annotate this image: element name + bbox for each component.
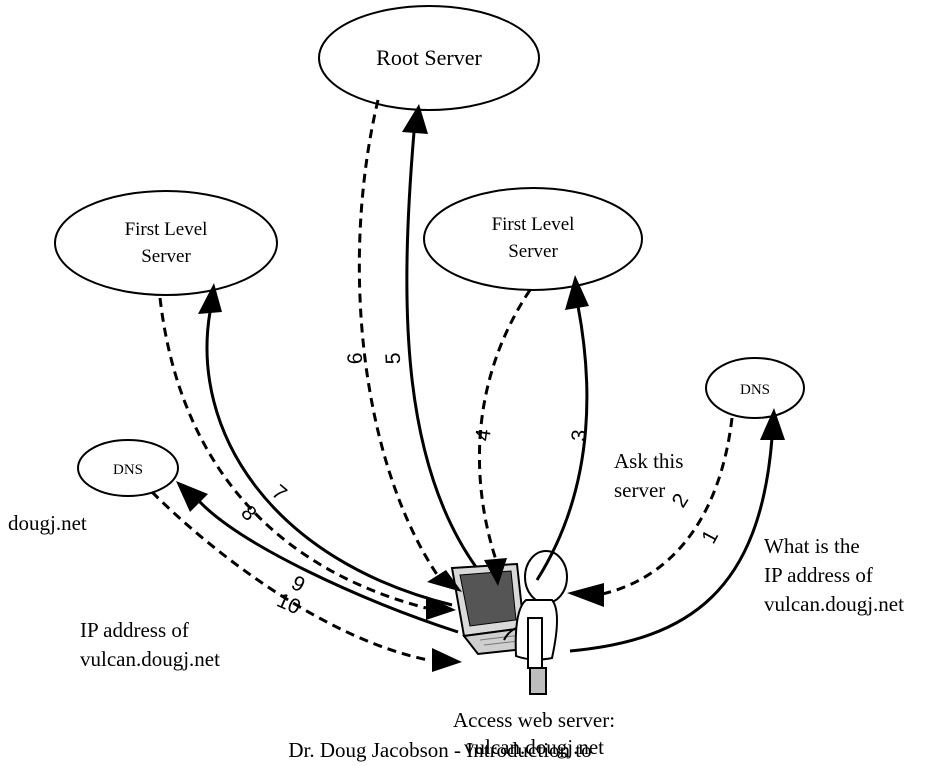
answer-label-line2: vulcan.dougj.net xyxy=(80,647,220,671)
first-level-right-label-line1: First Level xyxy=(492,214,575,235)
root-server-label: Root Server xyxy=(376,45,482,70)
dns-remote-label: DNS xyxy=(740,382,770,398)
arrow-step-3 xyxy=(535,275,589,581)
user-icon xyxy=(503,550,568,695)
dns-remote-node: DNS xyxy=(705,357,805,419)
arrow-step-1 xyxy=(569,408,785,653)
first-level-server-left-node: First Level Server xyxy=(54,190,278,296)
arrow-step-6 xyxy=(357,99,462,592)
answer-label-line1: IP address of xyxy=(80,618,189,642)
dns-local-label: DNS xyxy=(113,462,143,478)
question-label-line1: What is the xyxy=(764,534,860,558)
ask-server-label-line2: server xyxy=(614,478,665,502)
arrow-step-4 xyxy=(477,289,532,586)
dns-local-node: DNS xyxy=(77,439,179,497)
first-level-left-label-line2: Server xyxy=(141,246,191,267)
first-level-right-label-line2: Server xyxy=(508,241,558,262)
step-number-4: 4 xyxy=(471,427,495,442)
arrow-step-2 xyxy=(567,417,734,607)
arrow-step-7 xyxy=(198,283,453,607)
step-number-3: 3 xyxy=(568,429,592,443)
root-server-node: Root Server xyxy=(318,5,540,111)
step-number-6: 6 xyxy=(344,352,368,365)
arrow-step-9 xyxy=(176,481,459,634)
first-level-left-label-line1: First Level xyxy=(125,219,208,240)
step-number-2: 2 xyxy=(668,490,694,512)
access-label-line1: Access web server: xyxy=(453,708,615,732)
access-label-line2: vulcan.dougj.net xyxy=(464,735,604,759)
ask-server-label-line1: Ask this xyxy=(614,449,683,473)
question-label-line2: IP address of xyxy=(764,563,873,587)
step-number-5: 5 xyxy=(382,352,406,365)
step-number-7: 7 xyxy=(267,480,291,505)
question-label-line3: vulcan.dougj.net xyxy=(764,592,904,616)
arrow-step-5 xyxy=(402,104,478,568)
arrow-step-8 xyxy=(158,297,456,620)
arrow-step-10 xyxy=(150,490,462,672)
step-number-1: 1 xyxy=(697,526,723,547)
domain-label: dougj.net xyxy=(8,511,87,535)
first-level-server-right-node: First Level Server xyxy=(423,187,643,291)
footer-caption: Dr. Doug Jacobson - Introduction to xyxy=(288,738,591,762)
